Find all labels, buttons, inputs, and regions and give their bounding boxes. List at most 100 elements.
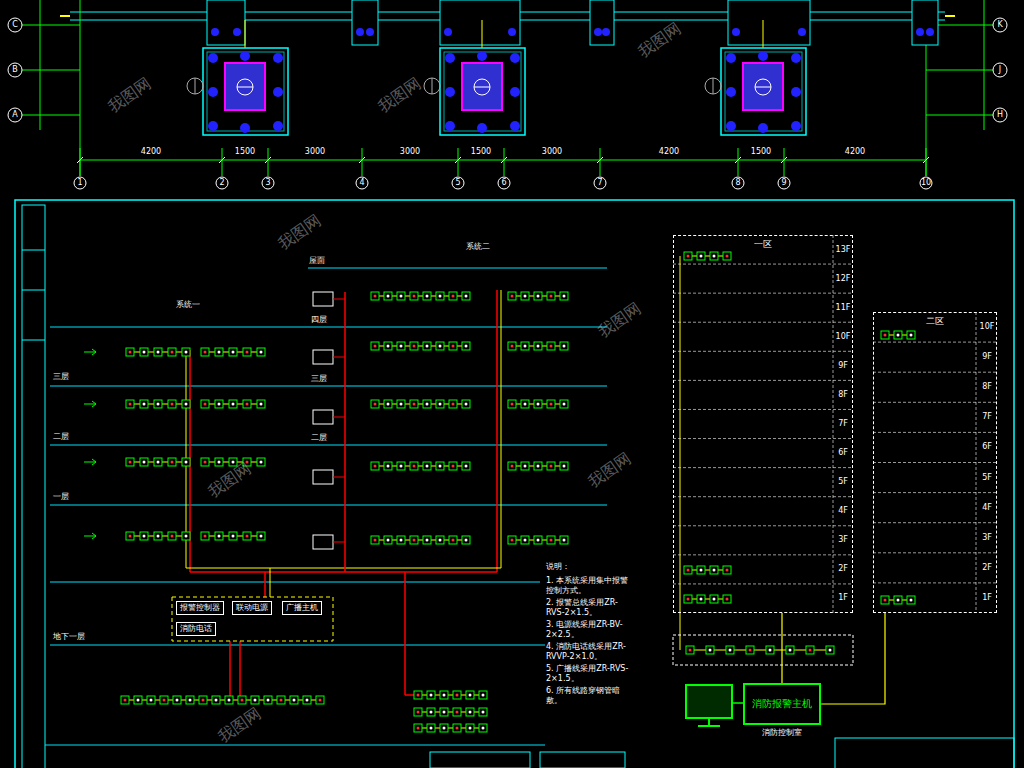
wire bbox=[80, 0, 81, 176]
floor-tag: 9F bbox=[837, 361, 849, 371]
device-symbol bbox=[547, 342, 555, 350]
device-dot bbox=[897, 599, 900, 602]
rebar-dot bbox=[208, 87, 218, 97]
device-symbol bbox=[697, 252, 705, 260]
wire bbox=[375, 540, 466, 541]
device-symbol bbox=[706, 646, 714, 654]
device-dot bbox=[387, 539, 390, 542]
floor-tag: 4F bbox=[981, 503, 993, 513]
device-symbol bbox=[414, 708, 422, 716]
device-dot bbox=[537, 465, 540, 468]
device-symbol bbox=[440, 691, 448, 699]
device-symbol bbox=[277, 696, 285, 704]
device-symbol bbox=[686, 646, 694, 654]
rebar-dot bbox=[508, 28, 516, 36]
device-dot bbox=[452, 465, 455, 468]
device-symbol bbox=[723, 252, 731, 260]
device-symbol bbox=[126, 532, 134, 540]
node-text: 消防电话 bbox=[180, 624, 212, 634]
note-text: 6. 所有线路穿钢管暗敷。 bbox=[545, 686, 631, 706]
device-symbol bbox=[215, 348, 223, 356]
axis-label: H bbox=[996, 110, 1004, 120]
device-dot bbox=[400, 345, 403, 348]
device-dot bbox=[469, 727, 472, 730]
wire bbox=[92, 352, 96, 355]
wire bbox=[239, 641, 241, 700]
floor-tag: 1F bbox=[981, 593, 993, 603]
device-dot bbox=[452, 539, 455, 542]
device-symbol bbox=[134, 696, 142, 704]
device-symbol bbox=[881, 331, 889, 339]
device-dot bbox=[563, 295, 566, 298]
device-symbol bbox=[168, 348, 176, 356]
rebar-dot bbox=[726, 87, 736, 97]
rebar-dot bbox=[356, 28, 364, 36]
node-text: 消防报警主机 bbox=[752, 697, 812, 711]
wire bbox=[50, 386, 607, 387]
device-symbol bbox=[746, 646, 754, 654]
wire bbox=[501, 290, 502, 568]
wire bbox=[205, 352, 261, 353]
device-dot bbox=[374, 539, 377, 542]
label: 三层 bbox=[52, 372, 70, 382]
rebar-dot bbox=[791, 53, 801, 63]
device-dot bbox=[465, 345, 468, 348]
dimension: 4200 bbox=[658, 147, 680, 157]
device-symbol bbox=[466, 724, 474, 732]
device-dot bbox=[524, 295, 527, 298]
rebar-dot bbox=[726, 53, 736, 63]
module-box bbox=[313, 470, 333, 484]
device-dot bbox=[524, 539, 527, 542]
module-box bbox=[313, 410, 333, 424]
device-dot bbox=[143, 461, 146, 464]
wire bbox=[190, 571, 497, 573]
rebar-dot bbox=[926, 28, 934, 36]
label: 系统二 bbox=[465, 242, 491, 252]
wire bbox=[229, 641, 231, 700]
floor-tag: 12F bbox=[835, 274, 852, 284]
device-symbol bbox=[560, 292, 568, 300]
device-dot bbox=[204, 351, 207, 354]
device-dot bbox=[439, 465, 442, 468]
device-dot bbox=[400, 403, 403, 406]
axis-label: B bbox=[11, 65, 19, 75]
column bbox=[912, 0, 938, 45]
rebar-dot bbox=[445, 53, 455, 63]
note-text: 2. 报警总线采用ZR-RVS-2×1.5。 bbox=[545, 598, 631, 618]
device-dot bbox=[713, 569, 716, 572]
wire bbox=[130, 352, 186, 353]
floor-tag: 9F bbox=[981, 352, 993, 362]
device-symbol bbox=[182, 532, 190, 540]
device-symbol bbox=[154, 348, 162, 356]
node-text: 报警控制器 bbox=[180, 603, 220, 613]
device-symbol bbox=[697, 595, 705, 603]
device-dot bbox=[709, 649, 712, 652]
device-symbol bbox=[199, 696, 207, 704]
device-dot bbox=[550, 539, 553, 542]
device-dot bbox=[726, 569, 729, 572]
axis-bubble bbox=[8, 18, 22, 32]
rebar-dot bbox=[477, 123, 487, 133]
device-dot bbox=[550, 345, 553, 348]
floor-tag: 3F bbox=[837, 535, 849, 545]
device-symbol bbox=[397, 342, 405, 350]
rebar-dot bbox=[208, 121, 218, 131]
device-symbol bbox=[684, 566, 692, 574]
wire bbox=[50, 445, 607, 446]
wire bbox=[186, 568, 501, 569]
wire bbox=[504, 148, 505, 176]
device-symbol bbox=[508, 292, 516, 300]
device-symbol bbox=[453, 691, 461, 699]
axis-bubble bbox=[498, 177, 510, 189]
device-symbol bbox=[215, 458, 223, 466]
device-dot bbox=[143, 535, 146, 538]
device-symbol bbox=[440, 724, 448, 732]
device-symbol bbox=[436, 536, 444, 544]
device-symbol bbox=[453, 724, 461, 732]
wire bbox=[673, 525, 853, 526]
device-dot bbox=[439, 345, 442, 348]
device-dot bbox=[218, 535, 221, 538]
wire bbox=[195, 78, 196, 94]
device-symbol bbox=[140, 400, 148, 408]
